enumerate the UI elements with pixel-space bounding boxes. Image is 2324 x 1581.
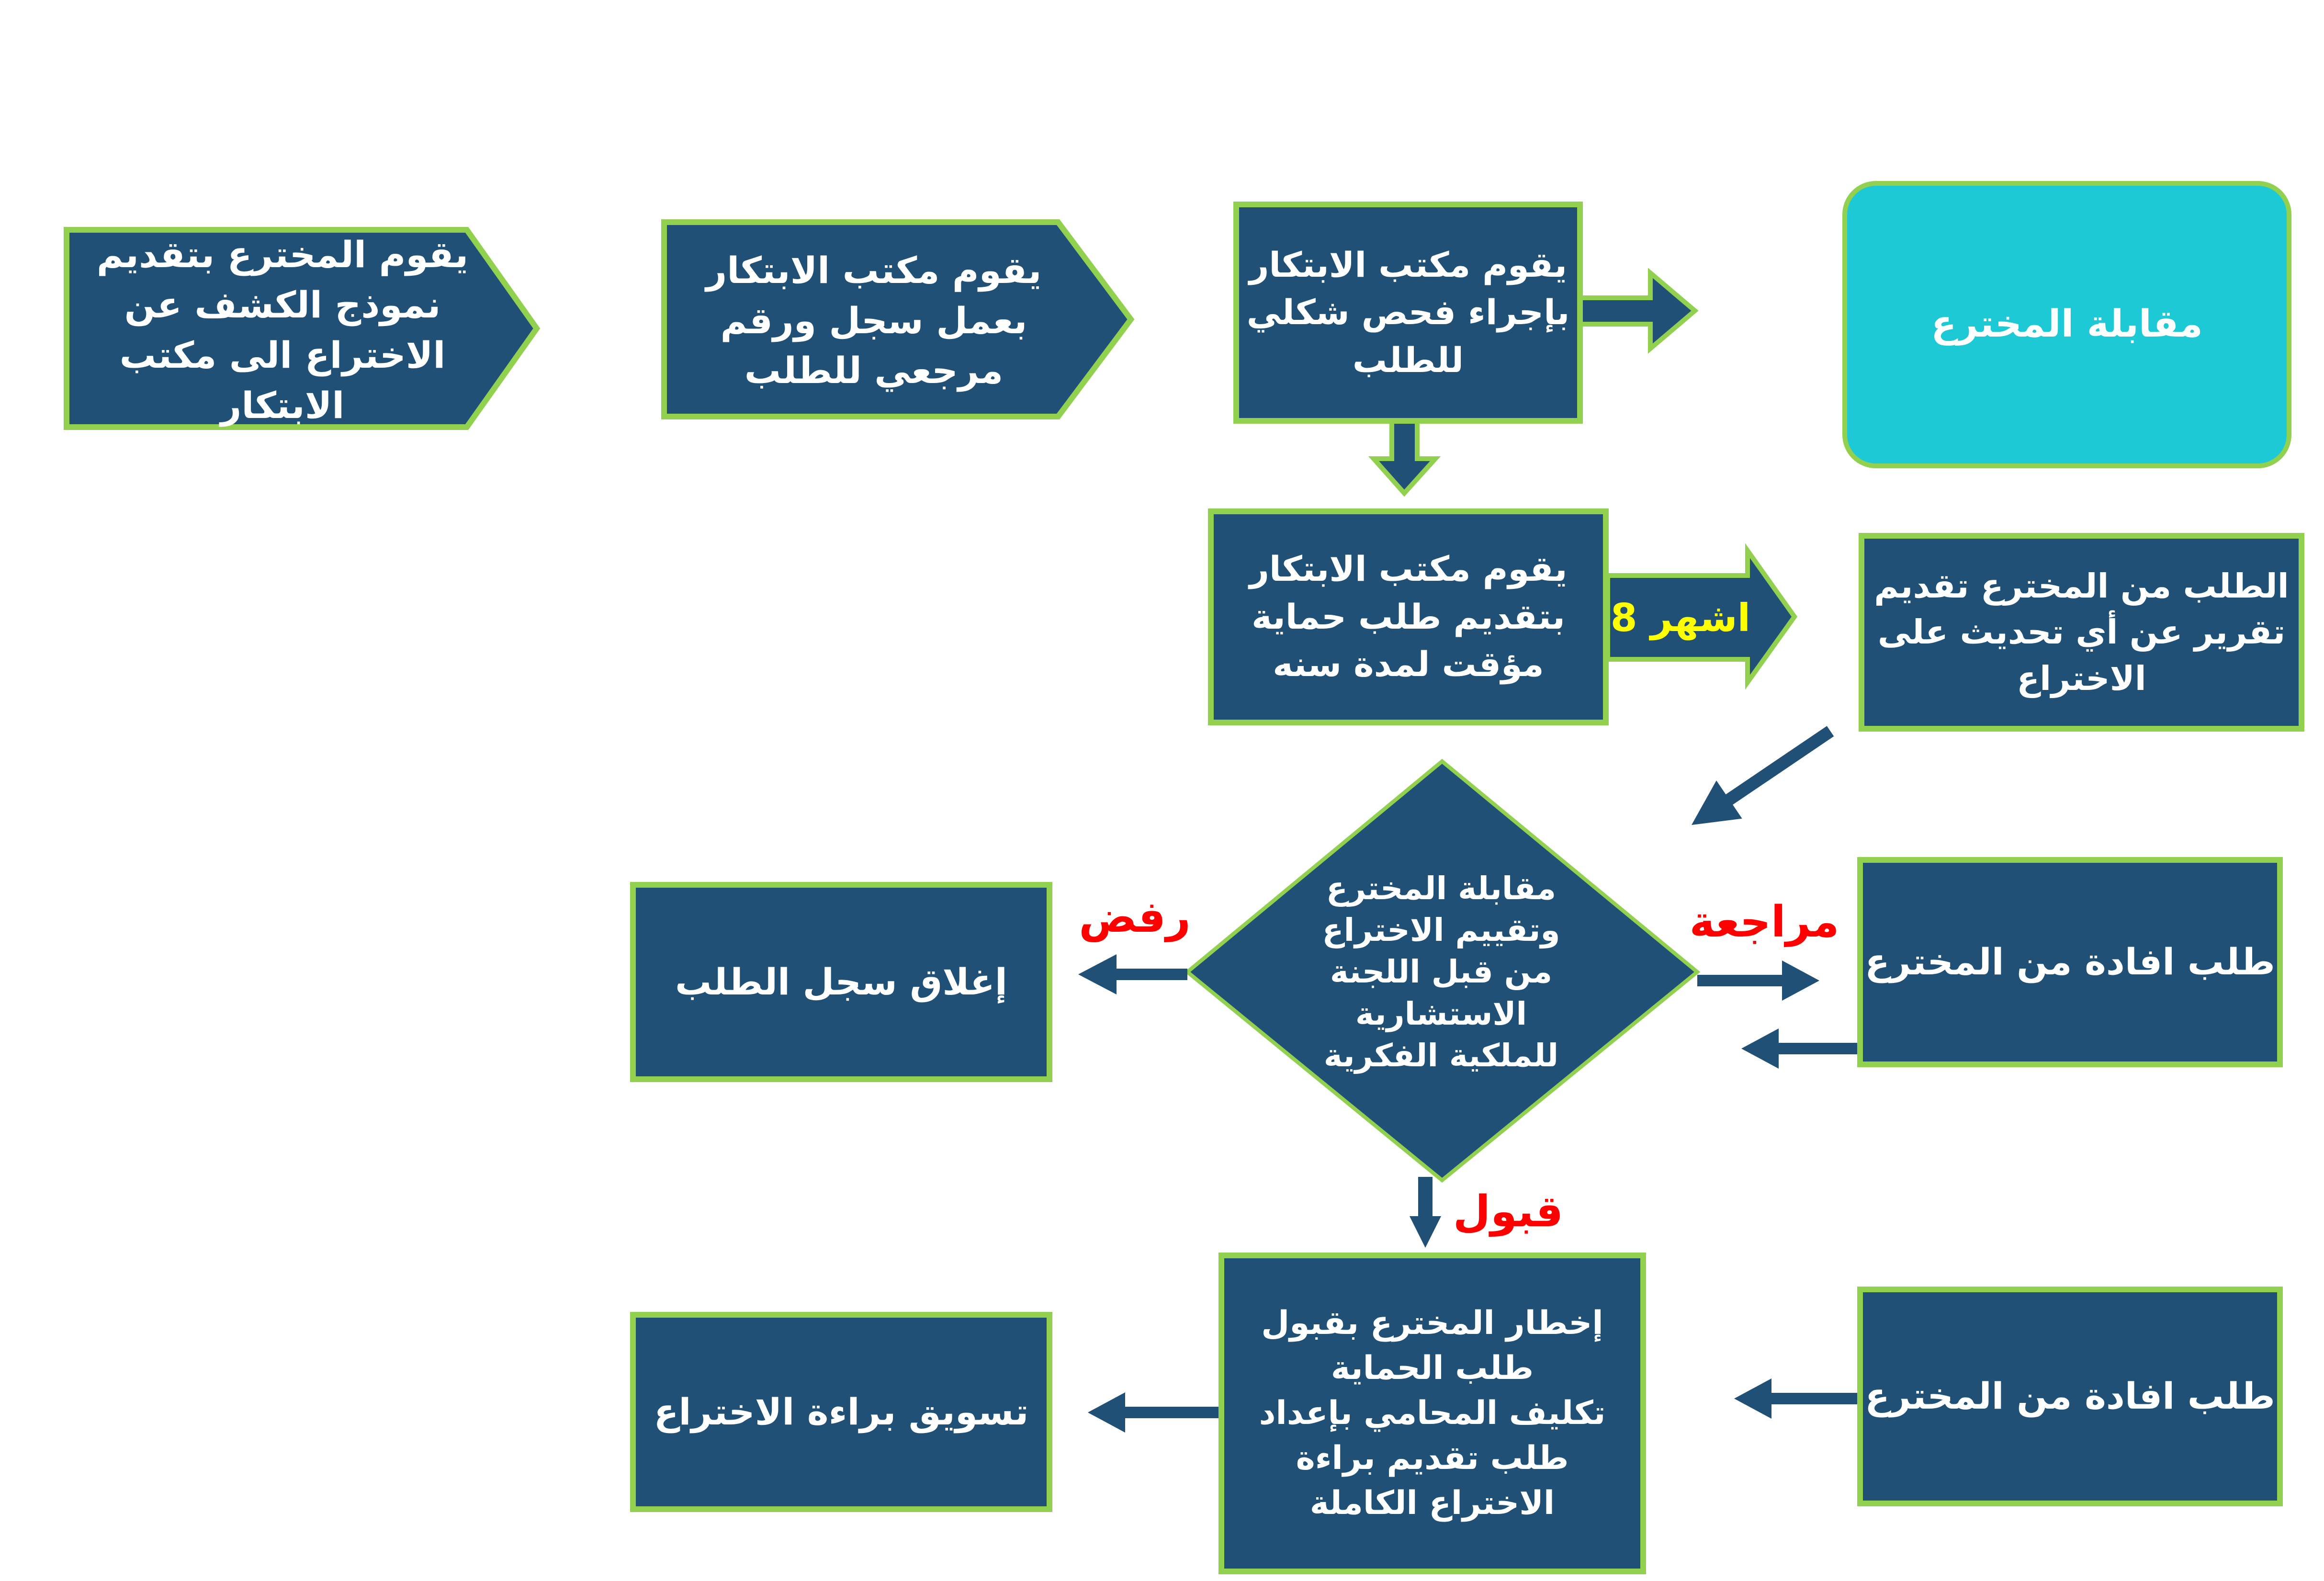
diamond-committee-evaluation-label: مقابلة المخترع وتقييم الاختراع من قبل ال… (1307, 790, 1575, 1154)
arrow-review-back-head (1741, 1028, 1779, 1069)
pentagon-register-request (661, 219, 1135, 419)
node-inventor-statement-review: طلب افادة من المخترع (1857, 857, 2283, 1067)
arrow-review-out-head (1782, 960, 1819, 1001)
committee-evaluation-text: مقابلة المخترع وتقييم الاختراع من قبل ال… (1322, 870, 1560, 1074)
close-record-text: إغلاق سجل الطلب (675, 960, 1007, 1003)
arrow-statement-to-notification-head (1734, 1378, 1771, 1419)
arrow-report-to-diamond-line (1715, 726, 1834, 812)
provisional-protection-text: يقوم مكتب الابتكار بتقديم طلب حماية مؤقت… (1249, 549, 1568, 685)
arrow-accept-down (1410, 1177, 1441, 1248)
node-acceptance-notification: إخطار المخترع بقبول طلب الحماية تكليف ال… (1218, 1253, 1646, 1574)
pentagon-register-request-label: يقوم مكتب الابتكار بعمل سجل ورقم مرجعي ل… (685, 235, 1063, 407)
inventor-interview-text: مقابلة المخترع (1931, 303, 2203, 346)
node-close-record: إغلاق سجل الطلب (630, 882, 1052, 1082)
review-text: مراجعة (1689, 896, 1839, 947)
arrow-to-marketing-head (1088, 1392, 1125, 1433)
eight-months-text: اشهر 8 (1610, 595, 1751, 640)
arrow-exam-to-provisional (1368, 418, 1441, 497)
edge-label-reject: رفض (1068, 886, 1202, 948)
patent-marketing-text: تسويق براءة الاختراع (654, 1390, 1029, 1433)
inventor-statement-review-text: طلب افادة من المخترع (1865, 940, 2275, 983)
submit-disclosure-text: يقوم المخترع بتقديم نموذج الكشف عن الاخت… (96, 233, 469, 427)
diamond-committee-evaluation (1184, 758, 1701, 1183)
edge-label-accept: قبول (1451, 1180, 1566, 1242)
acceptance-notification-line2: تكليف المحامي بإعداد طلب تقديم براءة الا… (1259, 1394, 1606, 1522)
node-patent-marketing: تسويق براءة الاختراع (630, 1312, 1052, 1512)
reject-text: رفض (1079, 892, 1191, 942)
formal-examination-text: يقوم مكتب الابتكار بإجراء فحص شكلي للطلب (1246, 244, 1570, 380)
inventor-statement-final-text: طلب افادة من المخترع (1865, 1375, 2275, 1418)
node-inventor-statement-final: طلب افادة من المخترع (1857, 1287, 2283, 1506)
register-request-text: يقوم مكتب الابتكار بعمل سجل ورقم مرجعي ل… (706, 248, 1042, 392)
acceptance-notification-line1: إخطار المخترع بقبول طلب الحماية (1261, 1304, 1603, 1388)
node-provisional-protection: يقوم مكتب الابتكار بتقديم طلب حماية مؤقت… (1208, 508, 1609, 725)
edge-label-review: مراجعة (1690, 891, 1839, 953)
arrow-exam-to-interview (1578, 268, 1699, 354)
edge-label-eight-months: اشهر 8 (1609, 584, 1752, 651)
node-update-report-request: الطلب من المخترع تقديم تقرير عن أي تحديث… (1859, 533, 2304, 732)
update-report-request-text: الطلب من المخترع تقديم تقرير عن أي تحديث… (1874, 566, 2289, 698)
accept-text: قبول (1453, 1186, 1564, 1237)
node-formal-examination: يقوم مكتب الابتكار بإجراء فحص شكلي للطلب (1233, 202, 1583, 424)
pentagon-submit-disclosure-label: يقوم المخترع بتقديم نموذج الكشف عن الاخت… (86, 233, 479, 427)
node-inventor-interview: مقابلة المخترع (1842, 181, 2291, 468)
arrow-eight-months (1605, 543, 1798, 690)
pentagon-submit-disclosure (64, 227, 541, 430)
arrow-reject-head (1078, 954, 1117, 994)
arrow-report-to-diamond-head (1692, 780, 1742, 825)
